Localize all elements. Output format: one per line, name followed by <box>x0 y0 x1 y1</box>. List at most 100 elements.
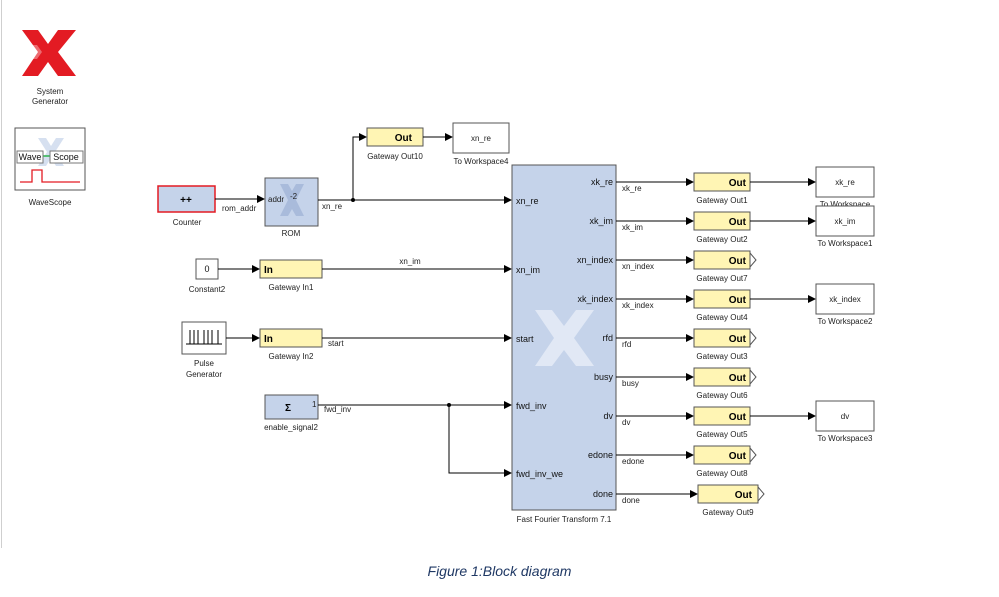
fft-in-fwd-inv-we: fwd_inv_we <box>516 469 563 479</box>
pulse-generator-block[interactable]: Pulse Generator <box>181 321 227 379</box>
logo-line2: Generator <box>32 97 68 106</box>
logo-line1: System <box>37 87 64 96</box>
gateway-out2-label: Gateway Out2 <box>696 235 748 244</box>
signal-out-1: xk_im <box>622 223 643 232</box>
gateway-out7-text: Out <box>729 256 747 267</box>
ws1-var: xk_im <box>835 217 856 226</box>
gateway-out7-block[interactable]: Out Gateway Out7 <box>693 250 757 283</box>
signal-out-6: dv <box>622 418 630 427</box>
gateway-out7-label: Gateway Out7 <box>696 274 748 283</box>
gateway-out10-label: Gateway Out10 <box>367 152 423 161</box>
xilinx-watermark-icon <box>535 310 594 366</box>
signal-out-3: xk_index <box>622 301 654 310</box>
gateway-out3-block[interactable]: Out Gateway Out3 <box>693 328 757 361</box>
gateway-out2-text: Out <box>729 217 747 228</box>
signal-out-4: rfd <box>622 340 631 349</box>
edge-rom-gw-out10 <box>352 133 367 200</box>
to-workspace-block[interactable]: xk_re To Workspace <box>815 166 875 209</box>
counter-label: Counter <box>173 218 202 227</box>
ws2-label: To Workspace2 <box>818 317 874 326</box>
figure-caption: Figure 1:Block diagram <box>427 563 572 579</box>
counter-block[interactable]: ++ Counter <box>157 185 216 227</box>
wavescope-block[interactable]: Wave Scope WaveScope <box>14 127 86 207</box>
gateway-out5-block[interactable]: Out Gateway Out5 <box>693 406 751 439</box>
to-workspace3-block[interactable]: dv To Workspace3 <box>815 400 875 443</box>
fft-label: Fast Fourier Transform 7.1 <box>517 515 612 524</box>
gateway-out5-label: Gateway Out5 <box>696 430 748 439</box>
ws1-label: To Workspace1 <box>818 239 874 248</box>
fft-out-xk-im: xk_im <box>589 216 613 226</box>
gateway-out5-text: Out <box>729 412 747 423</box>
to-workspace2-block[interactable]: xk_index To Workspace2 <box>815 283 875 326</box>
ws3-var: dv <box>841 412 849 421</box>
fft-in-start: start <box>516 334 534 344</box>
rom-latency-badge: -2 <box>290 192 298 201</box>
sigma-icon: Σ <box>285 403 291 414</box>
fft-out-xk-index: xk_index <box>577 294 613 304</box>
gateway-out6-label: Gateway Out6 <box>696 391 748 400</box>
enable-label: enable_signal2 <box>264 423 318 432</box>
fft-block[interactable]: xn_re xn_im start fwd_inv fwd_inv_we xk_… <box>511 164 617 524</box>
gateway-out2-block[interactable]: Out Gateway Out2 <box>693 211 751 244</box>
gateway-out8-label: Gateway Out8 <box>696 469 748 478</box>
waveform-icon <box>20 169 80 183</box>
fft-in-fwd-inv: fwd_inv <box>516 401 547 411</box>
gateway-out1-label: Gateway Out1 <box>696 196 748 205</box>
signal-out-7: edone <box>622 457 645 466</box>
block-diagram-canvas: System Generator Wave Scope WaveScope ++… <box>14 30 875 524</box>
gateway-out4-label: Gateway Out4 <box>696 313 748 322</box>
signal-xn-im: xn_im <box>399 257 421 266</box>
enable-signal2-block[interactable]: Σ 1 enable_signal2 <box>264 394 319 432</box>
gateway-in2-block[interactable]: In Gateway In2 <box>259 328 323 361</box>
constant2-value: 0 <box>204 264 209 274</box>
gateway-out6-block[interactable]: Out Gateway Out6 <box>693 367 757 400</box>
gateway-out8-block[interactable]: Out Gateway Out8 <box>693 445 757 478</box>
gateway-out9-label: Gateway Out9 <box>702 508 754 517</box>
gateway-in1-label: Gateway In1 <box>269 283 314 292</box>
pulse-train-icon <box>186 330 222 345</box>
ws-label: To Workspace <box>820 200 871 209</box>
fft-out-dv: dv <box>603 411 613 421</box>
gateway-out10-text: Out <box>395 133 413 144</box>
signal-out-5: busy <box>622 379 639 388</box>
signal-out-8: done <box>622 496 640 505</box>
gateway-out1-text: Out <box>729 178 747 189</box>
rom-block[interactable]: addr -2 ROM <box>264 177 319 238</box>
gateway-out10-block[interactable]: Out Gateway Out10 <box>366 127 424 161</box>
gateway-out3-label: Gateway Out3 <box>696 352 748 361</box>
fft-out-xk-re: xk_re <box>591 177 613 187</box>
rom-out-port: xn_re <box>322 202 343 211</box>
to-workspace4-block[interactable]: xn_re To Workspace4 <box>452 122 510 166</box>
page-left-rule <box>1 0 2 548</box>
gateway-out9-block[interactable]: Out Gateway Out9 <box>697 484 765 517</box>
wavescope-scope-tab: Scope <box>53 152 79 162</box>
gateway-in2-label: Gateway In2 <box>269 352 314 361</box>
system-generator-logo[interactable]: System Generator <box>22 30 76 106</box>
constant2-block[interactable]: 0 Constant2 <box>189 258 226 294</box>
to-workspace1-block[interactable]: xk_im To Workspace1 <box>815 205 875 248</box>
gateway-in1-text: In <box>264 265 273 276</box>
gateway-in1-block[interactable]: In Gateway In1 <box>259 259 323 292</box>
ws3-label: To Workspace3 <box>818 434 874 443</box>
xilinx-watermark-icon <box>280 184 304 216</box>
wavescope-label: WaveScope <box>29 198 72 207</box>
gateway-out8-text: Out <box>729 451 747 462</box>
pulse-label-1: Pulse <box>194 359 215 368</box>
gateway-out4-block[interactable]: Out Gateway Out4 <box>693 289 751 322</box>
edge-enable-fft-fwd-inv-we <box>448 405 512 477</box>
counter-glyph: ++ <box>180 195 192 206</box>
signal-start: start <box>328 339 344 348</box>
ws4-var: xn_re <box>471 134 492 143</box>
pulse-label-2: Generator <box>186 370 222 379</box>
counter-out-port: rom_addr <box>222 204 257 213</box>
enable-value: 1 <box>312 400 317 409</box>
constant2-label: Constant2 <box>189 285 226 294</box>
fft-in-xn-re: xn_re <box>516 196 539 206</box>
gateway-out1-block[interactable]: Out Gateway Out1 <box>693 172 751 205</box>
fft-in-xn-im: xn_im <box>516 265 540 275</box>
gateway-out3-text: Out <box>729 334 747 345</box>
gateway-out4-text: Out <box>729 295 747 306</box>
fft-out-busy: busy <box>594 372 614 382</box>
ws-var: xk_re <box>835 178 855 187</box>
rom-in-port: addr <box>268 195 284 204</box>
